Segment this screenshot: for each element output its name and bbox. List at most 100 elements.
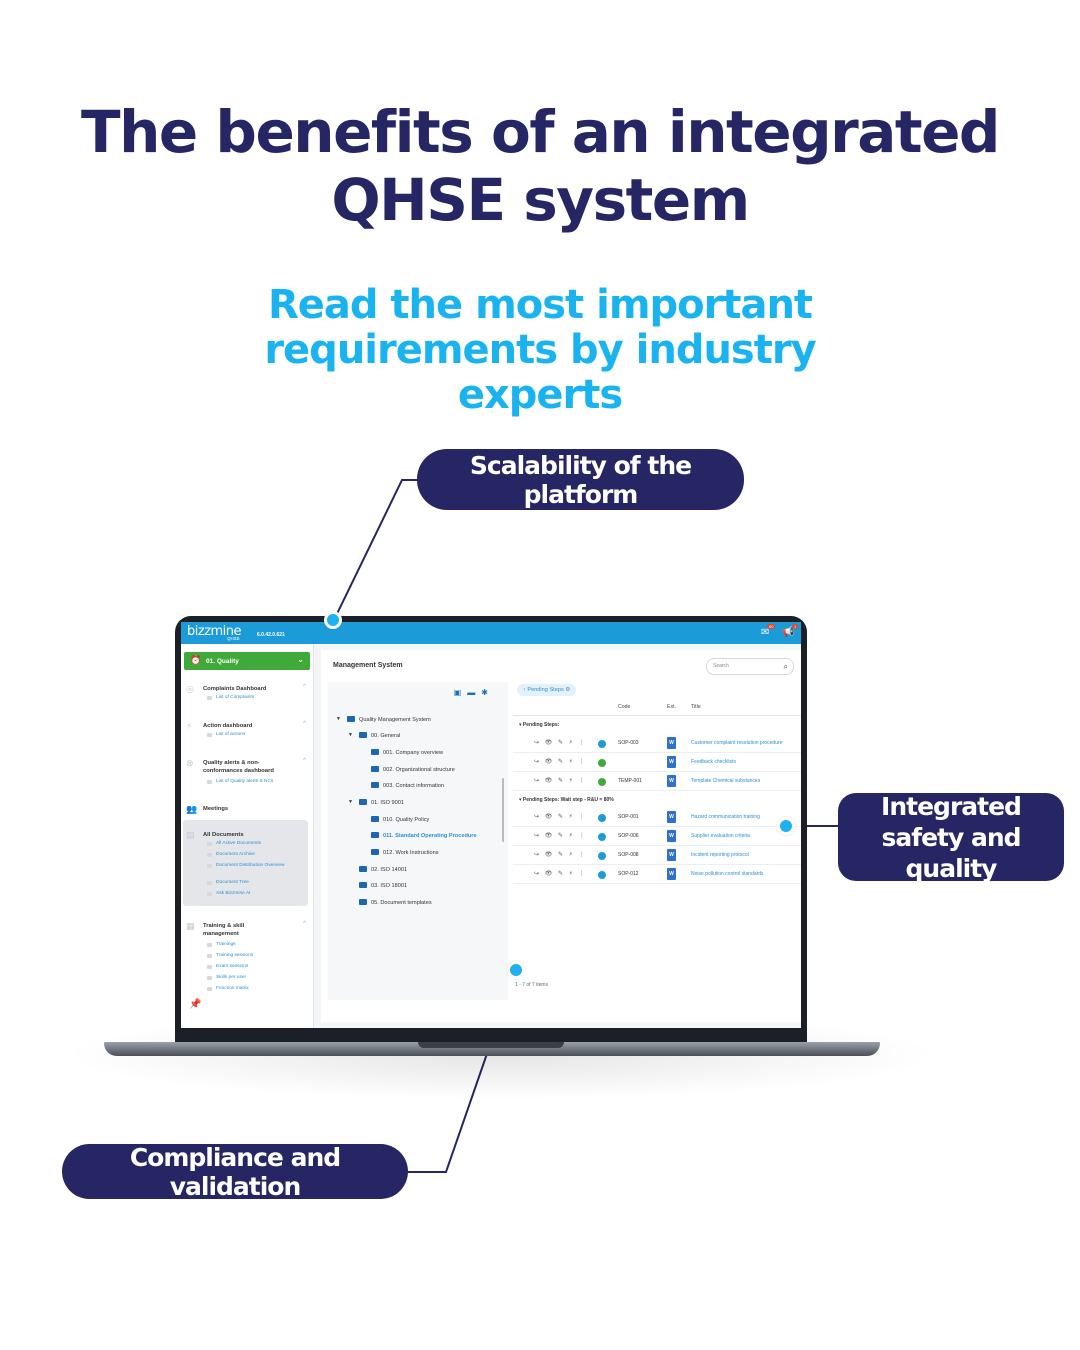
search-input[interactable]: Search ⌕ xyxy=(706,658,794,675)
status-dot xyxy=(598,833,606,841)
row-actions[interactable]: ↪ 👁 ✎ ⚡ ⋮ xyxy=(534,740,587,746)
sidebar-item-function-matrix[interactable]: Function matrix xyxy=(207,986,249,991)
folder-icon xyxy=(371,766,379,772)
bolt-icon: ⚡ xyxy=(186,721,193,731)
sidebar-item-ask-ai[interactable]: Ask Bizzmine AI xyxy=(206,891,251,896)
chevron-up-icon[interactable]: ^ xyxy=(303,921,306,927)
chevron-up-icon[interactable]: ^ xyxy=(303,684,306,690)
row-code: SOP-012 xyxy=(618,871,639,877)
folder-icon xyxy=(371,816,379,822)
pin-icon[interactable]: 📌 xyxy=(189,999,202,1010)
items-count: 1 - 7 of 7 items xyxy=(515,982,549,988)
status-dot xyxy=(598,759,606,767)
sidebar-item-training-sessions[interactable]: Training sessions xyxy=(206,953,254,958)
megaphone-icon[interactable]: 📢 xyxy=(782,627,795,638)
table-row[interactable]: ↪ 👁 ✎ ⚡ ⋮ W Feedback checklists xyxy=(513,753,801,772)
main-content: Management System Search ⌕ ▣▬✱ ▼Quality … xyxy=(321,650,801,1022)
tree-node[interactable]: 003. Contact information xyxy=(371,782,444,789)
search-placeholder: Search xyxy=(713,663,729,669)
tree-scrollbar[interactable] xyxy=(502,778,504,842)
row-actions[interactable]: ↪ 👁 ✎ ⚡ ⋮ xyxy=(534,778,587,784)
tree-node[interactable]: 002. Organizational structure xyxy=(371,766,455,773)
laptop-base xyxy=(104,1042,880,1056)
sidebar-item-trainings[interactable]: Trainings xyxy=(207,942,236,947)
tree-node[interactable]: 012. Work Instructions xyxy=(371,849,439,856)
word-doc-icon[interactable]: W xyxy=(667,849,676,861)
table-row[interactable]: ↪ 👁 ✎ ⚡ ⋮ SOP-008 W Incident reporting prot… xyxy=(513,846,801,865)
tree-node[interactable]: ▼Quality Management System xyxy=(336,716,431,723)
sidebar-item-skills-per-user[interactable]: Skills per user xyxy=(206,975,247,980)
row-code: SOP-001 xyxy=(618,814,639,820)
word-doc-icon[interactable]: W xyxy=(667,737,676,749)
document-grid: ↑ Pending Steps ⚙ Code Ext. Title ▾ Pend… xyxy=(513,682,801,1000)
header-divider xyxy=(513,715,801,716)
app-logo-sub: QHSE xyxy=(227,636,240,641)
tree-node[interactable]: 001. Company overview xyxy=(371,749,443,756)
chevron-up-icon[interactable]: ^ xyxy=(303,758,306,764)
column-header-code[interactable]: Code xyxy=(618,704,631,710)
sidebar-item-document-archive[interactable]: Document Archive xyxy=(207,852,255,857)
row-title-link[interactable]: Hazard communication training xyxy=(691,814,760,820)
tree-node[interactable]: ▼00. General xyxy=(348,732,401,739)
sidebar-item-exam-sessions[interactable]: Exam sessions xyxy=(206,964,249,969)
folder-icon xyxy=(359,899,367,905)
column-header-title[interactable]: Title xyxy=(691,704,701,710)
chevron-up-icon[interactable]: ^ xyxy=(303,721,306,727)
word-doc-icon[interactable]: W xyxy=(667,830,676,842)
gear-icon[interactable]: ✱ xyxy=(481,688,494,697)
tree-node[interactable]: ▼01. ISO 9001 xyxy=(348,799,404,806)
table-row[interactable]: ↪ 👁 ✎ ⚡ ⋮ SOP-001 W Hazard communication tr… xyxy=(513,808,801,827)
row-title-link[interactable]: Feedback checklists xyxy=(691,759,737,765)
word-doc-icon[interactable]: W xyxy=(667,775,676,787)
status-dot xyxy=(598,740,606,748)
column-header-ext[interactable]: Ext. xyxy=(667,704,676,710)
sidebar-item-list-of-complaints[interactable]: List of Complaints xyxy=(206,695,255,700)
folder-icon xyxy=(359,799,367,805)
word-doc-icon[interactable]: W xyxy=(667,868,676,880)
folder-icon xyxy=(347,716,355,722)
row-actions[interactable]: ↪ 👁 ✎ ⚡ ⋮ xyxy=(534,833,587,839)
pending-steps-chip[interactable]: ↑ Pending Steps ⚙ xyxy=(517,684,577,696)
sidebar-item-list-of-actions[interactable]: List of actions xyxy=(206,732,246,737)
tree-node[interactable]: 05. Document templates xyxy=(359,899,432,906)
module-selector[interactable]: ⏰ 01. Quality ⌄ xyxy=(184,652,310,670)
document-icon: ▤ xyxy=(186,830,195,840)
tree-toolbar: ▣▬✱ xyxy=(454,688,494,697)
sidebar-item-all-active-documents[interactable]: All Active Documents xyxy=(206,841,262,846)
callout-dot xyxy=(777,817,795,835)
row-title-link[interactable]: Supplier evaluation criteria xyxy=(691,833,750,839)
row-title-link[interactable]: Noise pollution control standards xyxy=(691,871,764,877)
table-row[interactable]: ↪ 👁 ✎ ⚡ ⋮ SOP-012 W Noise pollution control… xyxy=(513,865,801,884)
alert-icon: ⊗ xyxy=(186,758,194,768)
tree-node[interactable]: 03. ISO 18001 xyxy=(359,882,407,889)
group-header[interactable]: ▾ Pending Steps: Wait step - R&U = 80% xyxy=(519,797,614,803)
chip-label: Pending Steps xyxy=(527,687,564,693)
tree-node-selected[interactable]: ▶011. Standard Operating Procedure xyxy=(371,832,503,839)
tree-node[interactable]: 010. Quality Policy xyxy=(371,816,429,823)
row-actions[interactable]: ↪ 👁 ✎ ⚡ ⋮ xyxy=(534,852,587,858)
row-title-link[interactable]: Incident reporting protocol xyxy=(691,852,749,858)
word-doc-icon[interactable]: W xyxy=(667,811,676,823)
search-icon[interactable]: ⌕ xyxy=(783,662,788,671)
sidebar-item-list-of-quality-alerts[interactable]: List of Quality alerts & NCs xyxy=(206,779,274,784)
row-code: SOP-008 xyxy=(618,852,639,858)
row-title-link[interactable]: Customer complaint resolution procedure xyxy=(691,740,783,746)
callout-integrated: Integrated safety and quality xyxy=(838,792,1064,883)
row-actions[interactable]: ↪ 👁 ✎ ⚡ ⋮ xyxy=(534,871,587,877)
page-title: The benefits of an integrated QHSE syste… xyxy=(81,98,1000,234)
folder-icon[interactable]: ▬ xyxy=(467,688,482,697)
sidebar-item-document-distribution[interactable]: Document Distribution Overview xyxy=(207,863,285,868)
group-header[interactable]: ▾ Pending Steps: xyxy=(519,722,560,728)
mail-badge: 60 xyxy=(767,624,776,629)
tree-node[interactable]: 02. ISO 14001 xyxy=(359,866,407,873)
sidebar-item-document-tree[interactable]: Document Tree xyxy=(207,880,249,885)
word-doc-icon[interactable]: W xyxy=(667,756,676,768)
add-folder-icon[interactable]: ▣ xyxy=(453,688,468,697)
row-actions[interactable]: ↪ 👁 ✎ ⚡ ⋮ xyxy=(534,814,587,820)
row-title-link[interactable]: Template Chemical substances xyxy=(691,778,761,784)
mail-icon[interactable]: ✉ xyxy=(761,627,770,638)
row-actions[interactable]: ↪ 👁 ✎ ⚡ ⋮ xyxy=(534,759,587,765)
